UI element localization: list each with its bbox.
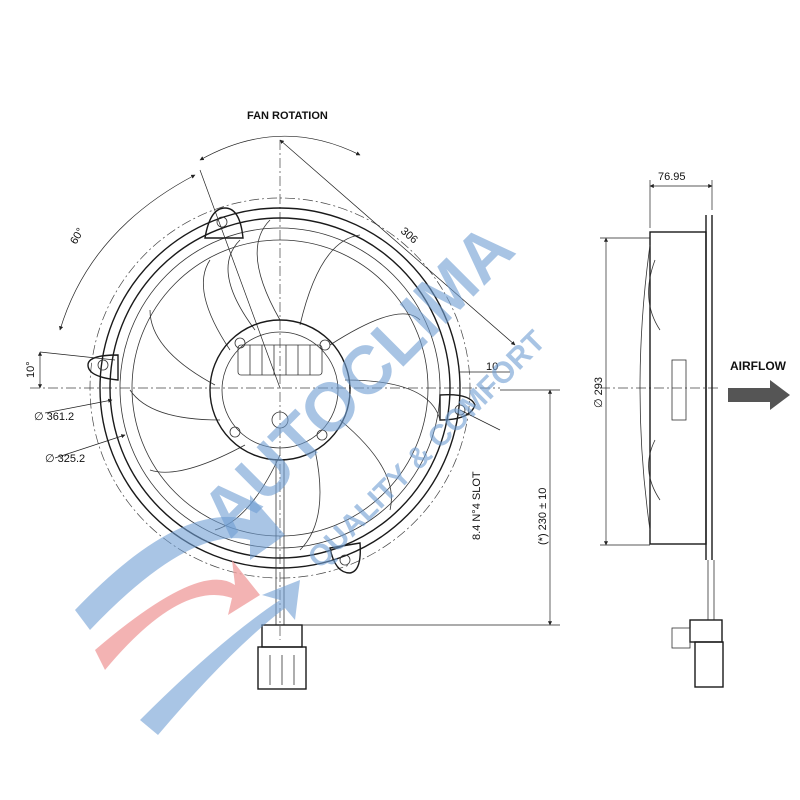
- dim-depth: 76.95: [649, 171, 713, 228]
- cable-length-dimension: (*) 230 ± 10: [300, 389, 560, 626]
- slot-callout: 8.4 N°4 SLOT: [459, 409, 501, 540]
- fan-rotation-indicator: FAN ROTATION: [199, 110, 361, 161]
- dia-325-label: ∅ 325.2: [45, 453, 85, 465]
- depth-label: 76.95: [658, 171, 686, 183]
- watermark-arrows-logo: [75, 495, 300, 735]
- angle-60-dimension: 60°: [59, 169, 281, 389]
- angle-60-label: 60°: [68, 226, 87, 246]
- dia-325-callout: ∅ 325.2: [45, 434, 126, 465]
- dim-306-label: 306: [398, 225, 420, 246]
- dia-361-label: ∅ 361.2: [34, 411, 74, 423]
- slot-label: 8.4 N°4 SLOT: [471, 471, 483, 540]
- dim-10-label: 10: [486, 361, 498, 373]
- dia-361-callout: ∅ 361.2: [34, 398, 113, 423]
- angle-10-dimension: 10°: [25, 351, 116, 389]
- dim-10: 10: [460, 361, 510, 373]
- fan-rotation-label: FAN ROTATION: [247, 110, 328, 122]
- angle-10-label: 10°: [25, 361, 37, 378]
- airflow-label: AIRFLOW: [730, 359, 787, 373]
- dia-293-label: ∅ 293: [593, 377, 605, 408]
- airflow-indicator: AIRFLOW: [728, 359, 790, 410]
- motor-label-plate: [671, 359, 687, 421]
- side-connector: [671, 560, 724, 688]
- cable-harness: [257, 460, 307, 690]
- airflow-arrow-icon: [728, 380, 790, 410]
- cable-length-label: (*) 230 ± 10: [537, 488, 549, 545]
- front-view: FAN ROTATION 60° 10° 306 10 ∅ 361.2: [25, 110, 560, 690]
- dim-293: ∅ 293: [593, 237, 650, 546]
- mounting-lugs: [87, 207, 476, 574]
- side-view: 76.95 ∅ 293 AIRFLOW: [593, 171, 790, 688]
